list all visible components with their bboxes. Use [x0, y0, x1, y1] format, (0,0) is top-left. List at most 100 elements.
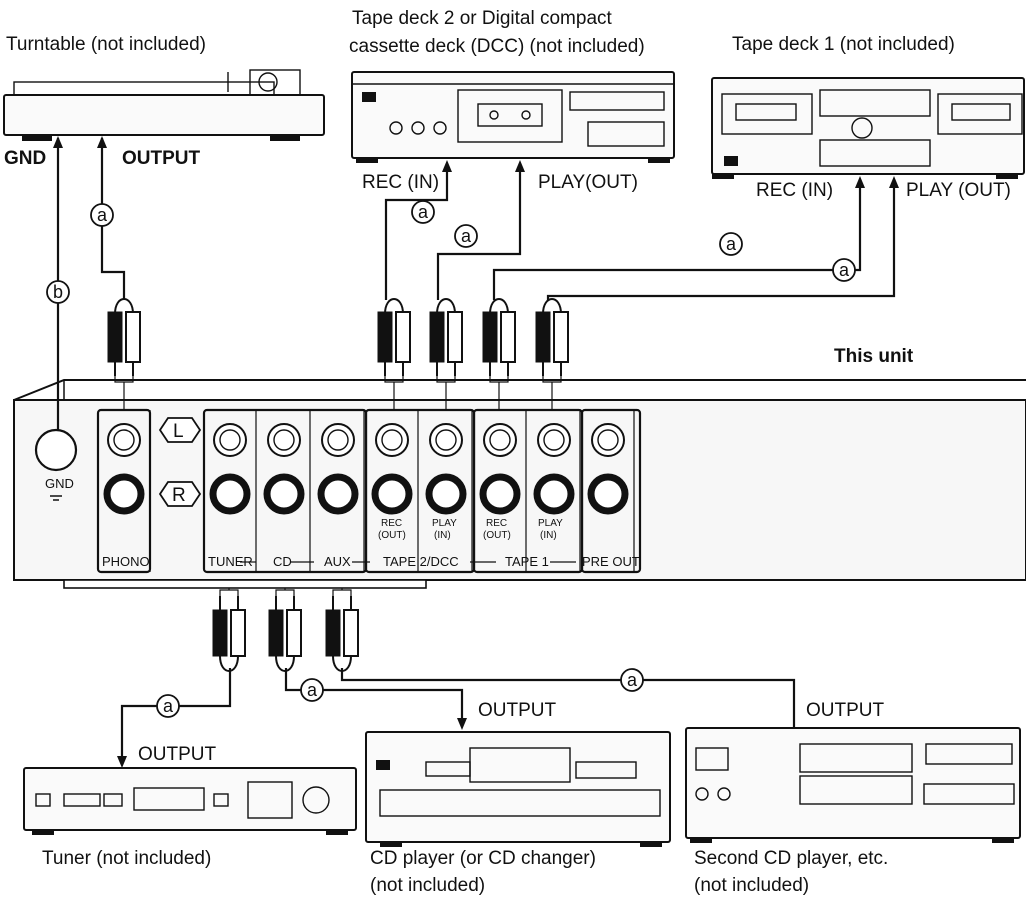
cable-marker-a-cd2: a — [620, 668, 644, 692]
cd2-output-label: OUTPUT — [806, 700, 885, 721]
jack-phono-right — [103, 473, 145, 515]
cable-marker-a-tape1-play: a — [832, 258, 856, 282]
cable-markers: b a a a a a a a a — [46, 200, 856, 718]
jack-tuner-right — [209, 473, 251, 515]
jack-tape1-rec-right — [479, 473, 521, 515]
tape1-label: Tape deck 1 (not included) — [732, 34, 955, 55]
cable-marker-a-tape2-rec: a — [411, 200, 435, 224]
turntable-label: Turntable (not included) — [6, 34, 206, 55]
jack-phono-left — [107, 423, 141, 457]
cable-marker-a-tape2-play: a — [454, 224, 478, 248]
cable-cd — [284, 668, 464, 726]
cd-player-device — [365, 731, 671, 847]
turntable — [3, 69, 325, 141]
svg-text:a: a — [726, 234, 737, 254]
jack-tuner-left — [213, 423, 247, 457]
left-channel-badge — [158, 417, 202, 443]
jack-tape2-play-right — [425, 473, 467, 515]
jack-aux-right — [317, 473, 359, 515]
section-label-phono: PHONO — [102, 554, 150, 569]
cable-marker-a-tape1-rec: a — [719, 232, 743, 256]
cd-output-label: OUTPUT — [478, 700, 557, 721]
plug-pair-tape2-play — [429, 298, 463, 410]
tuner-output-label: OUTPUT — [138, 744, 217, 765]
section-label-aux: AUX — [324, 554, 351, 569]
svg-text:a: a — [307, 680, 318, 700]
tape2-rec-in-label: REC (IN) — [362, 172, 439, 193]
turntable-gnd-label: GND — [4, 148, 46, 169]
plug-pair-cd — [268, 588, 302, 672]
jack-aux-left — [321, 423, 355, 457]
plug-pair-tape1-play — [535, 298, 569, 410]
svg-text:a: a — [163, 696, 174, 716]
svg-text:a: a — [839, 260, 850, 280]
tuner-label: Tuner (not included) — [42, 848, 211, 869]
jack-tape1-play-left — [537, 423, 571, 457]
plug-pair-aux — [325, 588, 359, 672]
jack-tape1-play-right — [533, 473, 575, 515]
panel-gnd-terminal — [34, 428, 78, 501]
plug-pair-phono — [107, 298, 141, 410]
section-label-cd: CD — [273, 554, 292, 569]
cable-marker-a-turntable: a — [90, 203, 114, 227]
cable-marker-b-gnd: b — [46, 280, 70, 304]
jack-cd-right — [263, 473, 305, 515]
cable-tape1-play — [546, 180, 896, 300]
section-label-tuner: TUNER — [208, 554, 253, 569]
second-cd-player-device — [685, 727, 1021, 843]
cable-tape1-rec — [492, 180, 862, 300]
right-channel-badge — [158, 481, 202, 507]
jack-tape1-rec-left — [483, 423, 517, 457]
tape1-rec-label: REC — [486, 518, 507, 529]
jack-tape2-rec-left — [375, 423, 409, 457]
this-unit-label: This unit — [834, 346, 914, 367]
jack-pre-out-right — [587, 473, 629, 515]
tape-deck-1 — [711, 77, 1025, 179]
tape2-rec-label: REC — [381, 518, 402, 529]
cable-tape2-rec — [384, 164, 449, 300]
section-label-tape1: TAPE 1 — [505, 554, 549, 569]
cable-marker-a-tuner: a — [156, 694, 180, 718]
cd2-label-line2: (not included) — [694, 875, 809, 896]
cable-tape2-play — [436, 164, 522, 300]
panel-gnd-label: GND — [45, 476, 74, 491]
tape1-play-label: PLAY — [538, 518, 563, 529]
tape2-label-line2: cassette deck (DCC) (not included) — [349, 36, 645, 57]
svg-text:a: a — [418, 202, 429, 222]
tape2-play-in-label: (IN) — [434, 530, 451, 541]
tape1-rec-in-label: REC (IN) — [756, 180, 833, 201]
jack-group-5 — [580, 408, 642, 574]
jack-tape2-play-left — [429, 423, 463, 457]
cd-label-line1: CD player (or CD changer) — [370, 848, 596, 869]
tape1-rec-out-label: (OUT) — [483, 530, 511, 541]
jack-pre-out-left — [591, 423, 625, 457]
jack-cd-left — [267, 423, 301, 457]
tape2-play-label: PLAY — [432, 518, 457, 529]
svg-text:a: a — [627, 670, 638, 690]
cd2-label-line1: Second CD player, etc. — [694, 848, 888, 869]
tape2-label-line1: Tape deck 2 or Digital compact — [352, 8, 613, 29]
cd-label-line2: (not included) — [370, 875, 485, 896]
turntable-output-label: OUTPUT — [122, 148, 201, 169]
tape1-play-out-label: PLAY (OUT) — [906, 180, 1011, 201]
tape2-play-out-label: PLAY(OUT) — [538, 172, 638, 193]
left-channel-label: L — [173, 421, 184, 442]
jack-tape2-rec-right — [371, 473, 413, 515]
tuner-device — [23, 767, 357, 835]
cable-cd2 — [340, 668, 796, 740]
plug-pair-tape2-rec — [377, 298, 411, 410]
plug-pair-tuner — [212, 588, 246, 672]
svg-text:b: b — [53, 282, 63, 302]
tape1-play-in-label: (IN) — [540, 530, 557, 541]
rca-plugs — [107, 298, 569, 672]
input-output-jacks — [96, 408, 642, 574]
cable-marker-a-cd: a — [300, 678, 324, 702]
plug-pair-tape1-rec — [482, 298, 516, 410]
section-label-pre-out: PRE OUT — [582, 554, 640, 569]
tape2-rec-out-label: (OUT) — [378, 530, 406, 541]
svg-text:a: a — [461, 226, 472, 246]
right-channel-label: R — [172, 485, 186, 506]
svg-text:a: a — [97, 205, 108, 225]
section-label-tape2: TAPE 2/DCC — [383, 554, 459, 569]
